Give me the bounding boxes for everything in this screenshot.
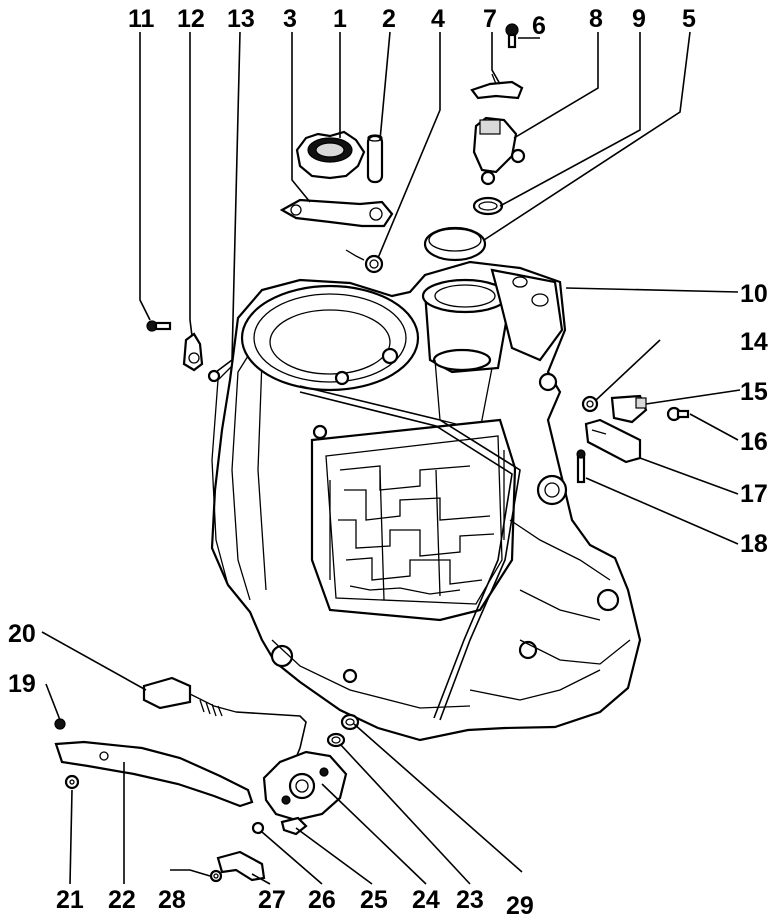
part-24-selector-housing (262, 750, 348, 822)
part-19-nut (54, 718, 66, 730)
callout-14: 14 (740, 328, 768, 356)
callout-26: 26 (308, 886, 336, 914)
part-26-bolt (251, 821, 265, 835)
callout-7: 7 (483, 5, 497, 33)
callout-18: 18 (740, 530, 768, 558)
callout-11: 11 (128, 5, 155, 33)
transmission-housing (210, 260, 642, 742)
part-1-gear (295, 130, 366, 180)
callout-24: 24 (412, 886, 440, 914)
callout-16: 16 (740, 428, 768, 456)
callout-23: 23 (456, 886, 484, 914)
part-3-lever (279, 198, 394, 228)
part-8-sender (472, 116, 526, 186)
part-22-selector-lever (54, 740, 254, 808)
callout-10: 10 (740, 280, 768, 308)
callout-28: 28 (158, 886, 186, 914)
callout-17: 17 (740, 480, 768, 508)
part-11-bolt (146, 320, 172, 332)
part-28-washer (209, 869, 223, 883)
callout-2: 2 (382, 5, 396, 33)
callout-21: 21 (56, 886, 84, 914)
part-15-sensor (610, 394, 648, 424)
part-9-o-ring (472, 196, 504, 216)
part-29-seal (340, 713, 360, 731)
callout-8: 8 (589, 5, 603, 33)
part-18-bolt (576, 449, 586, 484)
part-7-clip (470, 73, 524, 100)
callout-5: 5 (682, 5, 696, 33)
part-5-cover (423, 226, 487, 262)
callout-1: 1 (333, 5, 347, 33)
part-25-clip (280, 816, 308, 836)
part-16-bolt (666, 406, 690, 422)
part-27-bracket (216, 850, 266, 882)
callout-12: 12 (177, 5, 205, 33)
callout-6: 6 (532, 12, 546, 40)
callout-19: 19 (8, 670, 36, 698)
callout-labels: 11 12 13 3 1 2 4 7 6 8 9 5 10 14 15 16 1… (8, 5, 768, 920)
part-12-lever (182, 332, 204, 372)
callout-9: 9 (632, 5, 646, 33)
leader-lines (41, 31, 741, 885)
part-14-seal (581, 395, 599, 413)
part-4-spring (345, 249, 384, 274)
callout-27: 27 (258, 886, 286, 914)
callout-29: 29 (506, 892, 534, 920)
callout-25: 25 (360, 886, 388, 914)
part-17-bracket (584, 418, 642, 464)
part-2-pin (366, 134, 384, 184)
callout-20: 20 (8, 620, 36, 648)
callout-13: 13 (227, 5, 255, 33)
callout-15: 15 (740, 378, 768, 406)
part-6-bolt (505, 23, 519, 49)
callout-3: 3 (283, 5, 297, 33)
part-23-ring (326, 732, 346, 748)
callout-4: 4 (431, 5, 445, 33)
callout-22: 22 (108, 886, 136, 914)
part-21-nut (64, 774, 80, 790)
part-13-ring (207, 369, 221, 383)
